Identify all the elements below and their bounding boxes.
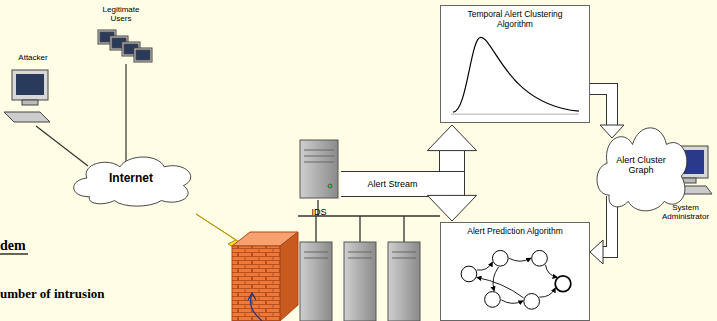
ids-server <box>300 140 338 198</box>
graph-cloud: Alert Cluster Graph <box>588 116 694 214</box>
node-label: Alert Prediction Algorithm <box>467 227 562 237</box>
connector <box>36 126 88 166</box>
admin-icon: System Administrator <box>654 138 717 222</box>
users-icon: Legitimate Users <box>80 4 162 66</box>
node-label: Legitimate Users <box>95 5 147 23</box>
heading-underline <box>0 253 28 254</box>
connector <box>590 196 612 264</box>
servers <box>300 242 420 321</box>
internet-cloud: Internet <box>62 150 200 208</box>
node-label: Internet <box>109 172 153 186</box>
connector <box>590 89 624 138</box>
pointer-arrow <box>248 293 262 321</box>
node-label: Alert Cluster Graph <box>612 155 670 176</box>
edge-label: Alert Stream <box>365 179 419 189</box>
node-label: Attacker <box>18 53 47 62</box>
ids-icon: IDS <box>293 138 345 218</box>
attacker-computer <box>4 70 50 122</box>
node-label: Temporal Alert Clustering Algorithm <box>460 10 570 30</box>
connector <box>126 64 127 162</box>
heading-fragment: dem <box>0 238 26 254</box>
state-graph <box>441 223 589 320</box>
user-computers <box>98 30 152 62</box>
process-box: Alert Prediction Algorithm <box>440 222 590 321</box>
process-box: Temporal Alert Clustering Algorithm <box>440 5 590 123</box>
body-fragment: umber of intrusion <box>0 286 105 302</box>
attacker-icon: Attacker <box>2 52 64 132</box>
firewall <box>232 232 298 321</box>
network-bus <box>298 200 440 242</box>
node-label: IDS <box>311 207 326 217</box>
connector <box>341 184 477 221</box>
node-label: System Administrator <box>656 203 716 221</box>
